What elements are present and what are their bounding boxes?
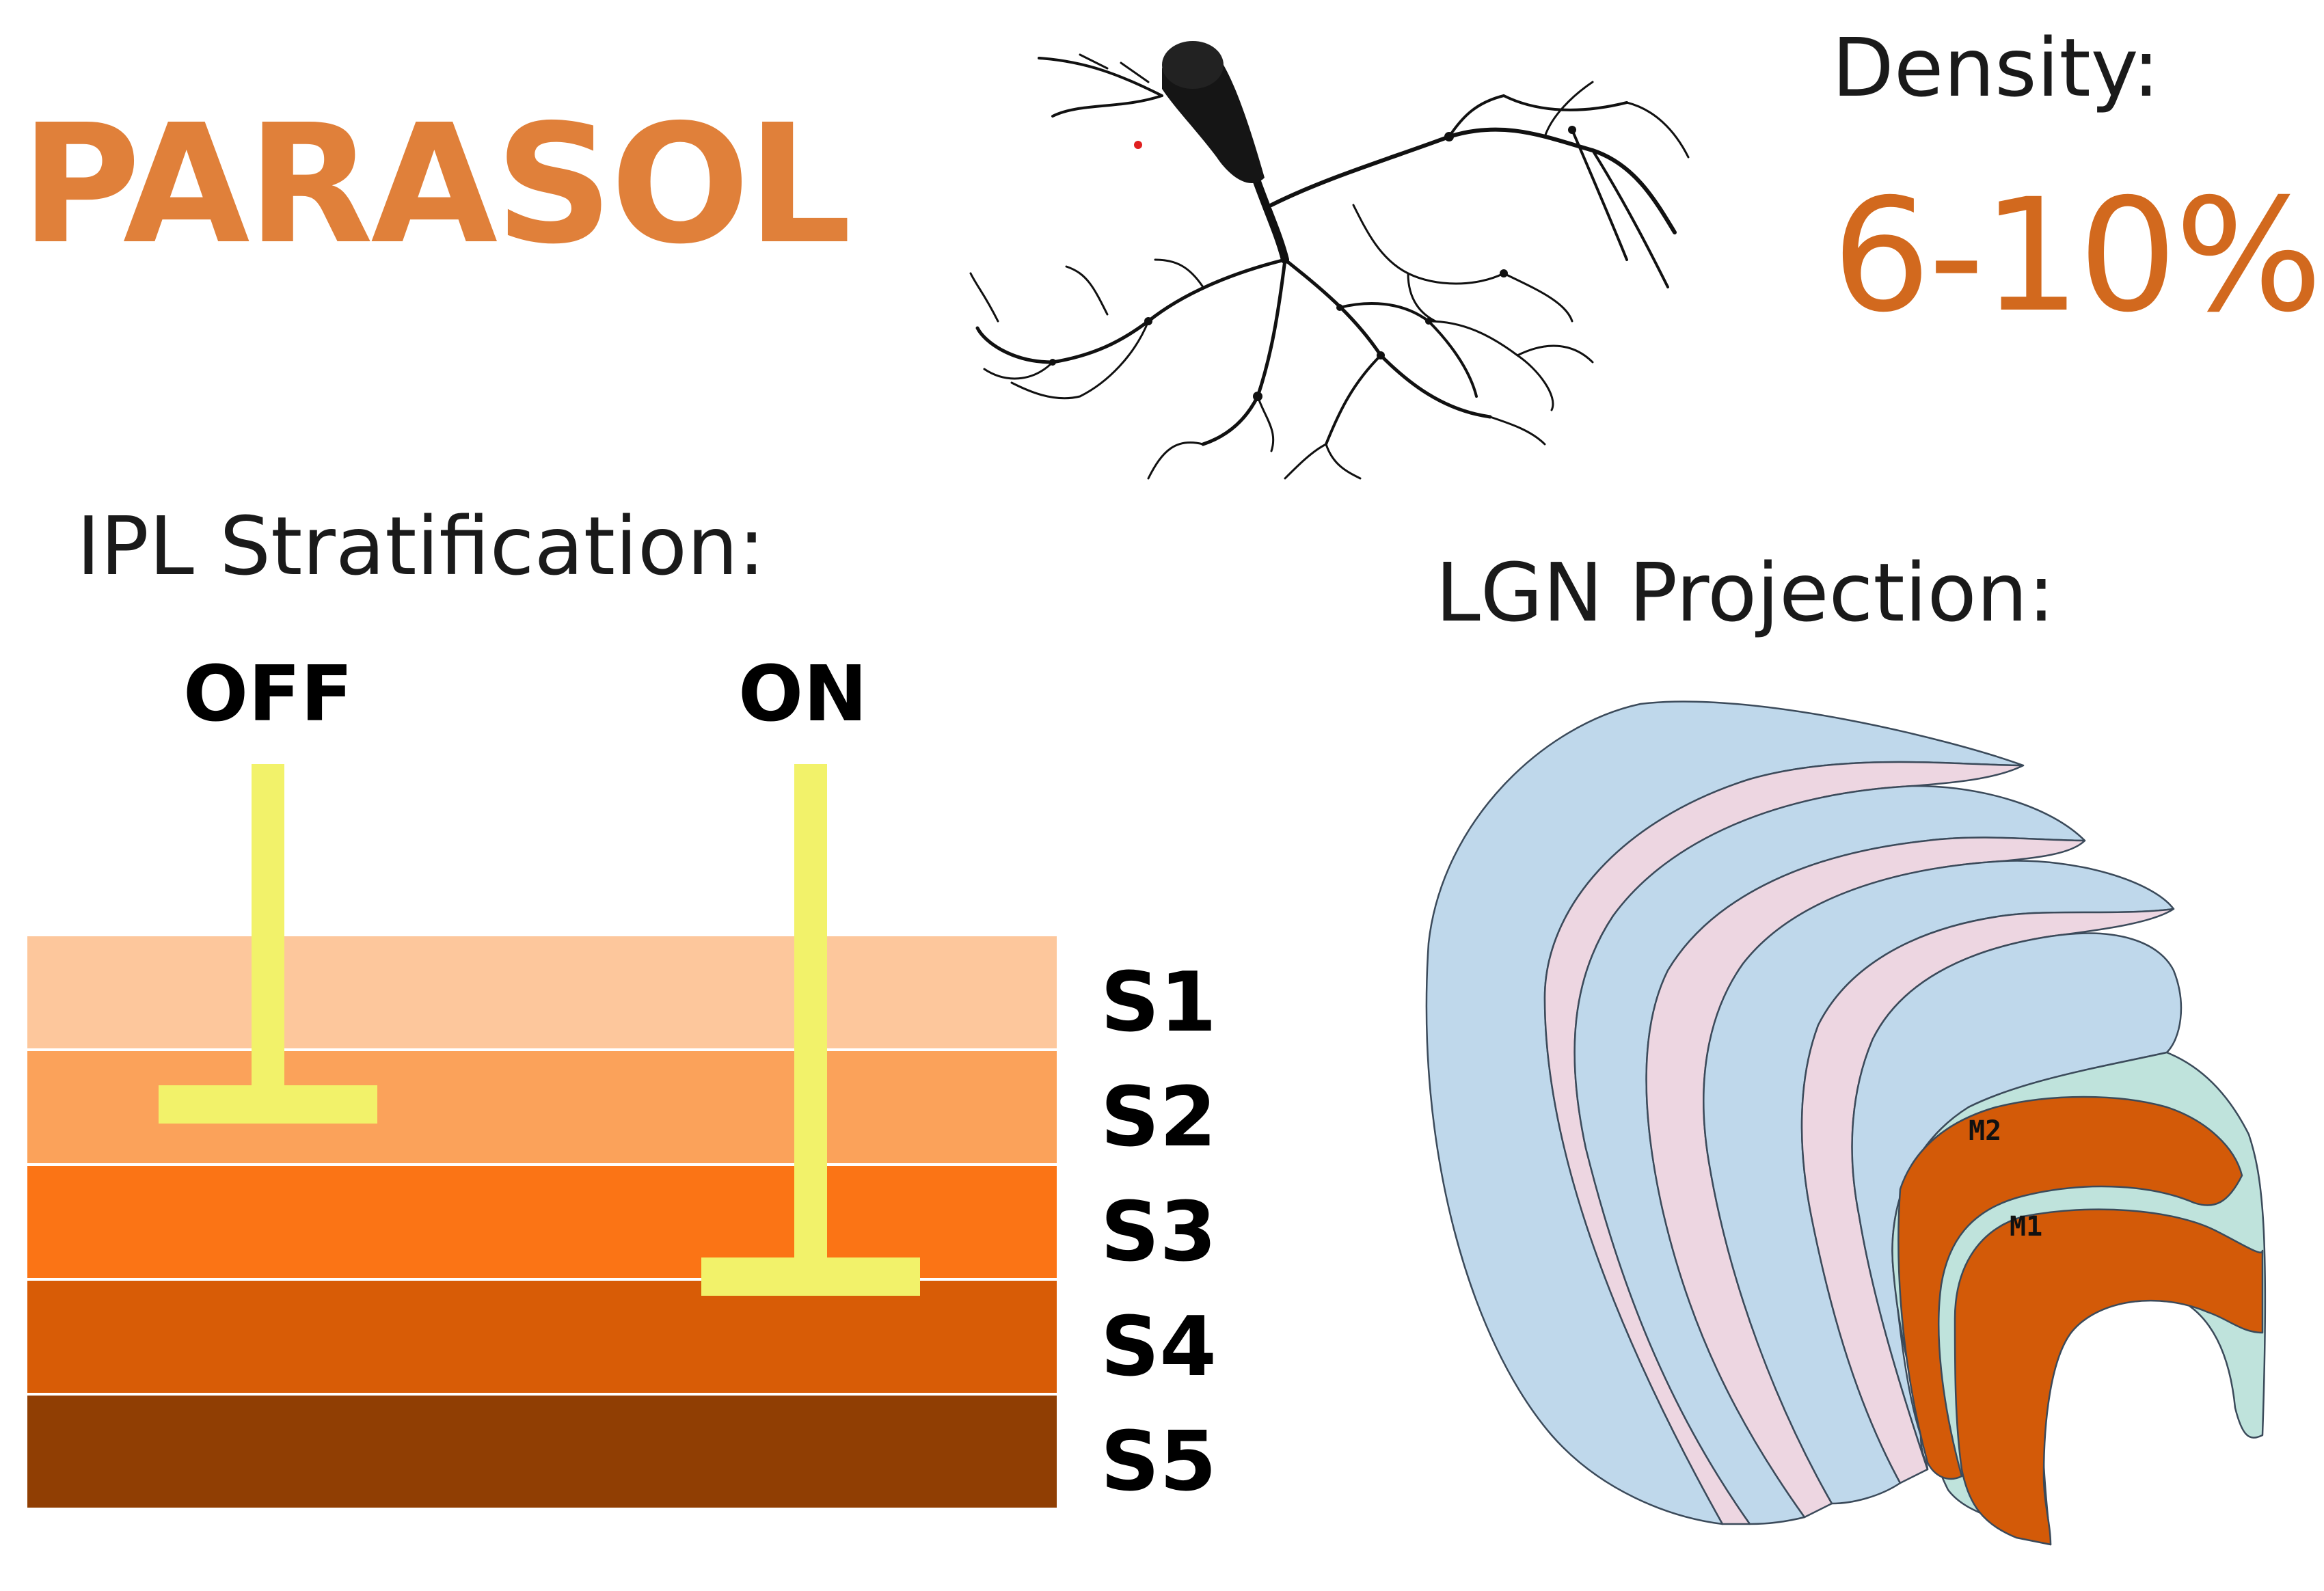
stratum-label-s2: S2 — [1100, 1070, 1217, 1165]
on-label: ON — [738, 650, 867, 739]
stratum-band-s1 — [25, 934, 1059, 1051]
lgn-layer-m1 — [1954, 1208, 2264, 1546]
stratum-label-s5: S5 — [1100, 1415, 1217, 1510]
cell-type-title: PARASOL — [21, 89, 852, 280]
lgn-label-m1: M1 — [2010, 1211, 2042, 1242]
stratum-band-s4 — [25, 1278, 1059, 1396]
on-terminal-stem — [794, 764, 827, 1257]
ipl-strata-diagram — [25, 764, 1059, 1510]
ipl-stratification-label: IPL Stratification: — [77, 499, 766, 593]
stratum-label-s3: S3 — [1100, 1185, 1217, 1280]
off-terminal-bar — [159, 1085, 377, 1124]
lgn-layer-m2 — [1897, 1096, 2243, 1480]
stratum-label-s1: S1 — [1100, 955, 1217, 1050]
density-label: Density: — [1832, 21, 2160, 115]
lgn-diagram: M2 M1 — [1425, 701, 2267, 1546]
off-terminal-stem — [252, 764, 284, 1085]
lgn-label-m2: M2 — [1969, 1115, 2001, 1147]
stratum-band-s5 — [25, 1393, 1059, 1510]
stratum-label-s4: S4 — [1100, 1300, 1217, 1395]
density-value: 6-10% — [1832, 165, 2323, 346]
off-label: OFF — [183, 650, 353, 739]
on-terminal-bar — [701, 1257, 920, 1296]
lgn-projection-label: LGN Projection: — [1435, 545, 2055, 640]
parasol-neuron-icon — [969, 41, 1690, 480]
